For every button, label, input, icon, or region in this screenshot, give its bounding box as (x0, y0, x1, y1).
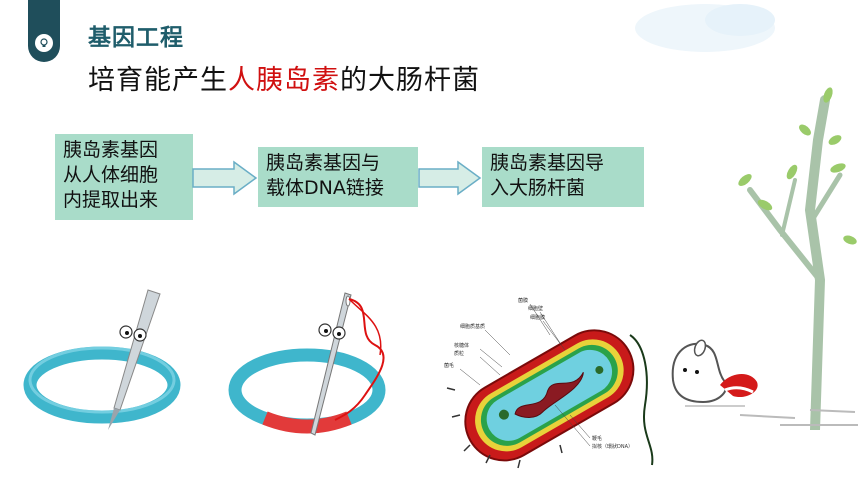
tree-decoration (738, 87, 858, 430)
step-box-link: 胰岛素基因与 载体DNA链接 (258, 147, 418, 207)
label-nucleoid: 拟核（環狀DNA） (592, 443, 633, 450)
step-line: 胰岛素基因与 (266, 152, 381, 174)
step-line: 入大肠杆菌 (490, 177, 586, 199)
lightbulb-icon (35, 34, 53, 52)
cloud-decoration (635, 4, 775, 52)
scalpel-icon (108, 289, 161, 430)
arrow-right-icon (418, 160, 482, 196)
label-plasmid: 质粒 (454, 350, 464, 357)
label-capsule: 菌膜 (518, 297, 528, 304)
step-box-extract: 胰岛素基因 从人体细胞 内提取出来 (55, 134, 193, 220)
step-line: 胰岛素基因导 (490, 152, 605, 174)
step-line: 从人体细胞 (63, 164, 159, 186)
label-cell-membrane: 细胞膜 (530, 314, 545, 321)
bookmark-tab (28, 0, 60, 62)
cartoon-character (671, 339, 758, 407)
step-box-insert: 胰岛素基因导 入大肠杆菌 (482, 147, 644, 207)
label-cytoplasm: 细胞质基质 (460, 323, 485, 330)
bacterium-diagram: 菌膜 细胞壁 细胞膜 细胞质基质 核糖体 质粒 菌毛 鞭毛 拟核（環狀DNA） (444, 297, 654, 469)
headline-part-1: 培育能产生 (88, 65, 228, 96)
headline-part-3: 的大肠杆菌 (340, 65, 480, 96)
headline: 培育能产生人胰岛素的大肠杆菌 (88, 58, 480, 97)
plasmid-stitch-illustration (228, 292, 386, 436)
section-title: 基因工程 (88, 25, 184, 51)
step-line: 载体DNA链接 (266, 177, 384, 199)
step-line: 胰岛素基因 (63, 139, 159, 161)
plasmid-cut-illustration (23, 289, 181, 430)
label-pili: 菌毛 (444, 362, 454, 369)
label-cell-wall: 细胞壁 (528, 305, 543, 312)
step-line: 内提取出来 (63, 189, 159, 211)
label-ribosome: 核糖体 (454, 342, 469, 349)
headline-highlight: 人胰岛素 (228, 65, 340, 96)
arrow-right-icon (192, 160, 258, 196)
label-flagellum: 鞭毛 (592, 435, 602, 442)
